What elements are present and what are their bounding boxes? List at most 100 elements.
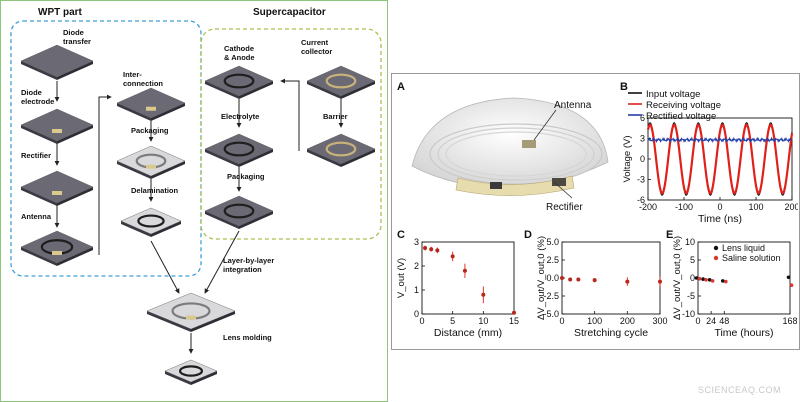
chart-c-ytick-label: 0 [414,309,419,319]
chart-e-xtick-label: 0 [695,316,700,326]
wafer-ring-sc [204,195,274,229]
wafer-lens [164,359,218,385]
chart-e-point [720,279,725,283]
step-cathode-anode-label: Cathode& Anode [224,44,255,62]
wafer-ring-sc [204,65,274,99]
chart-b-legend-label: Input voltage [646,89,700,100]
chart-e-point [710,279,715,283]
wafer-lens [120,207,182,237]
chart-d-point [560,276,564,280]
chart-e-ytick-label: 5 [690,255,695,265]
chart-e-ytick-label: 10 [685,237,695,247]
chart-d-xtick-label: 300 [652,316,667,326]
rectifier-chip-2 [490,182,502,189]
schematic-drawing [10,20,382,385]
wpt-part-title: WPT part [38,7,82,18]
chart-c-point [462,268,467,273]
wafer-ring-sc [204,133,274,167]
wafer-packaged [116,145,186,179]
chart-d-ytick-label: 2.5 [546,255,559,265]
chart-b-legend-label: Receiving voltage [646,100,721,111]
chart-e-xtick-label: 24 [706,316,716,326]
chart-e-point [694,276,699,280]
chart-c-xlabel: Distance (mm) [434,327,502,339]
antenna-label: Antenna [554,100,592,111]
supercapacitor-title: Supercapacitor [253,7,326,18]
chart-d-ytick-label: 0.0 [546,273,559,283]
chart-e-xtick-label: 168 [782,316,797,326]
wafer-chip [20,170,94,206]
chart-e-point [707,278,712,282]
panel-label-e: E [666,229,674,241]
chart-c-ytick-label: 1 [414,285,419,295]
chart-e-ytick-label: -10 [682,309,695,319]
chart-d-point [658,279,662,284]
chart-c-xtick-label: 10 [478,316,488,326]
step-antenna-label: Antenna [21,212,51,221]
flow-arrow [150,240,180,294]
step-barrier-label: Barrier [323,112,348,121]
chart-d-ytick-label: 5.0 [546,237,559,247]
chart-e-point [704,278,708,282]
chart-b-xtick-label: -200 [639,202,657,212]
chart-d-ylabel: ΔV_out/V_out,0 (%) [536,236,547,320]
flow-arrow [98,94,112,255]
chart-d-point [625,279,630,284]
chart-d-xlabel: Stretching cycle [574,327,648,339]
chart-b-legend-label: Rectified voltage [646,111,716,122]
chart-d-point [568,277,573,282]
chart-e-legend-marker [713,245,719,251]
watermark: SCIENCEAQ.COM [698,385,782,395]
rectifier-label: Rectifier [546,202,583,213]
step-interconnection-label: Inter-connection [123,70,164,88]
step-electrolyte-label: Electrolyte [221,112,260,121]
chart-b-ylabel: Voltage (V) [622,136,633,183]
chart-d-point [576,277,581,282]
chart-b-xtick-label: -100 [675,202,693,212]
wafer-ring [20,230,94,266]
chart-b-series-line [647,136,793,144]
chart-d-ytick-label: -2.5 [543,291,559,301]
panel-label-a: A [397,81,405,93]
antenna-ring-1 [429,123,603,185]
chart-c-ytick-label: 3 [414,237,419,247]
wafer-plain [20,44,94,80]
chart-c-ytick-label: 2 [414,261,419,271]
step-rectifier-label: Rectifier [21,151,52,160]
chart-b-ytick-label: 3 [640,134,645,144]
chart-d-xtick-label: 100 [587,316,602,326]
chart-e-ytick-label: -5 [687,291,695,301]
chart-b-xtick-label: 100 [748,202,763,212]
chart-b-xtick-label: 0 [717,202,722,212]
chart-c-ylabel: V_out (V) [396,258,407,298]
chart-d-frame [561,241,661,315]
contact-lens-illustration: Antenna Rectifier [411,97,609,213]
chart-b-series-line [646,123,794,195]
chart-e-legend-label: Saline solution [722,253,781,263]
chart-e-point [786,275,791,280]
chart-d-xtick-label: 200 [620,316,635,326]
chart-e-point [701,277,705,281]
chart-d-ytick-label: -5.0 [543,309,559,319]
step-delamination-label: Delamination [131,186,179,195]
chart-c-point [429,247,434,252]
chart-d-xtick-label: 0 [559,316,564,326]
step-packaging-sc-label: Packaging [227,172,265,181]
chart-c-frame [421,241,515,315]
wafer-ring-gold [306,65,376,99]
wafer-chip [116,87,186,121]
chart-e-legend-label: Lens liquid [722,243,765,253]
chart-b-ytick-label: -6 [637,195,645,205]
chart-c-point [435,248,440,253]
chart-c-xtick-label: 0 [419,316,424,326]
wafer-ring-gold [306,133,376,167]
flow-arrow [280,78,300,151]
chart-e-point [723,279,728,284]
